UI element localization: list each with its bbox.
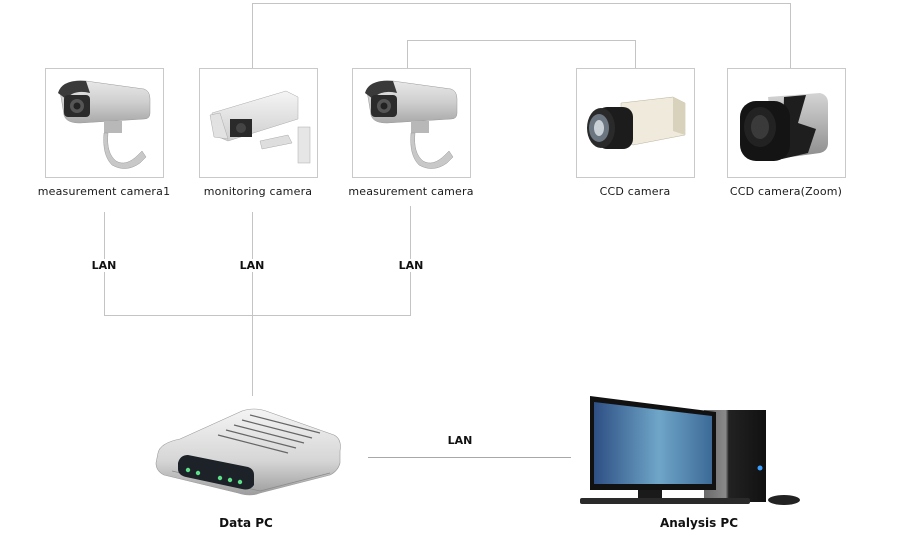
data-pc-device [150, 405, 345, 500]
connector-measurement-up [407, 40, 408, 68]
camera-label: measurement camera [348, 185, 474, 198]
connector-ccd-up [635, 40, 636, 68]
connector-monitoring-to-ccd-zoom [252, 3, 791, 4]
lan-bus [104, 315, 411, 316]
connector-ccd-zoom-up [790, 3, 791, 68]
lan-label-cam1: LAN [84, 259, 124, 272]
lan-line-pc [368, 457, 571, 458]
camera-label: CCD camera [599, 185, 671, 198]
camera-card-ccd-zoom [727, 68, 846, 178]
connector-measurement-to-ccd [407, 40, 636, 41]
lan-label-pc: LAN [440, 434, 480, 447]
ccd-camera-icon [587, 96, 686, 149]
camera-label: CCD camera(Zoom) [729, 185, 843, 198]
housing-camera-icon [209, 90, 311, 164]
data-pc-label: Data PC [219, 516, 273, 530]
camera-card-ccd [576, 68, 695, 178]
desktop-computer-icon [580, 396, 800, 505]
bullet-camera-icon [365, 80, 458, 169]
bullet-camera-icon [58, 80, 151, 169]
lan-label-cam2: LAN [232, 259, 272, 272]
analysis-pc-device [578, 390, 803, 510]
ccd-zoom-camera-icon [740, 93, 828, 161]
camera-card-measurement [352, 68, 471, 178]
router-icon [155, 408, 341, 496]
camera-card-measurement-1 [45, 68, 164, 178]
analysis-pc-label: Analysis PC [659, 516, 739, 530]
camera-card-monitoring [199, 68, 318, 178]
camera-label: monitoring camera [203, 185, 313, 198]
lan-line-cam2 [252, 212, 253, 396]
connector-monitoring-up [252, 3, 253, 68]
lan-label-cam3: LAN [391, 259, 431, 272]
camera-label: measurement camera1 [37, 185, 171, 198]
